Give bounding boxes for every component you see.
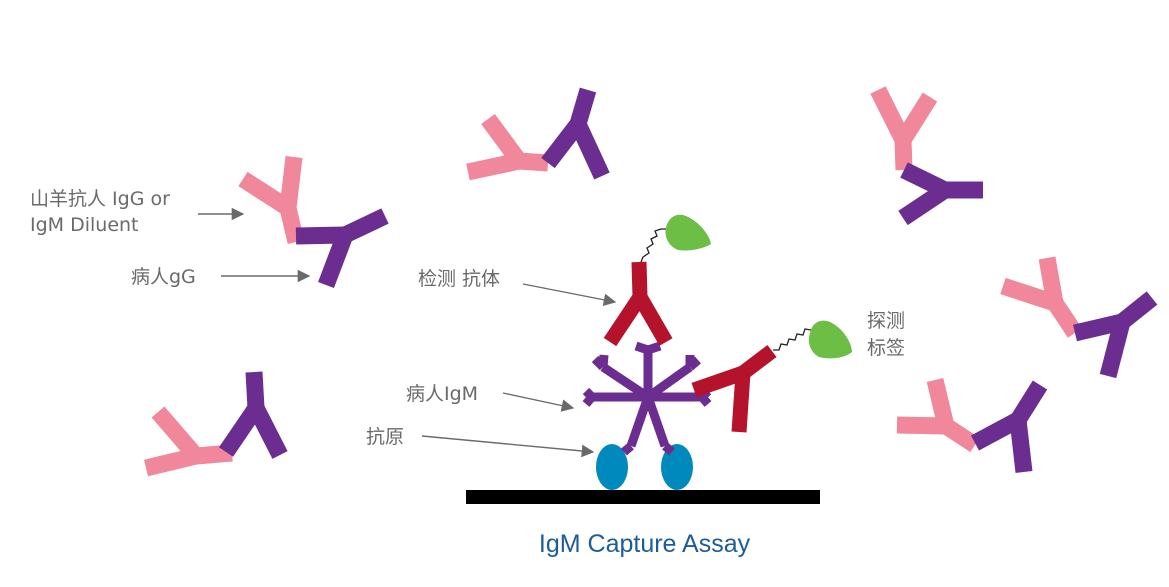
free-antibody-pair-right-middle xyxy=(1000,256,1158,379)
label-detection-tag-line1: 探测 xyxy=(867,310,906,332)
purple-antibody xyxy=(541,87,610,180)
detection-tag-green xyxy=(808,320,852,359)
pink-antibody xyxy=(238,156,305,244)
antigen-blob-right xyxy=(661,444,693,490)
pink-antibody xyxy=(1000,256,1083,338)
linker-zigzag xyxy=(773,328,812,351)
linker-zigzag xyxy=(640,228,666,263)
detection-antibody-body xyxy=(691,345,777,433)
purple-antibody xyxy=(898,162,983,226)
purple-antibody xyxy=(295,208,389,289)
detection-antibody-angled xyxy=(691,320,852,433)
detection-tag-green xyxy=(665,214,711,251)
purple-antibody xyxy=(218,371,288,459)
label-detection-tag-line2: 标签 xyxy=(867,337,906,359)
detection-antibody-body xyxy=(603,261,673,347)
label-detection-antibody: 检测 抗体 xyxy=(418,268,501,290)
label-arrows xyxy=(198,207,617,458)
purple-antibody xyxy=(1073,291,1158,379)
label-antigen: 抗原 xyxy=(366,426,405,448)
purple-antibody xyxy=(970,380,1048,473)
detection-antibody-vertical xyxy=(603,214,711,347)
arrow-antigen xyxy=(421,435,595,458)
free-antibody-pair-top-center xyxy=(466,87,610,181)
free-antibody-pair-top-right xyxy=(870,86,983,226)
pink-antibody xyxy=(870,86,938,171)
label-patient-igm: 病人IgM xyxy=(406,383,479,405)
label-goat-anti-human-line2: IgM Diluent xyxy=(30,214,139,236)
label-patient-igg: 病人gG xyxy=(131,266,196,288)
arrow-patient-igm xyxy=(502,392,575,412)
free-antibody-pair-left xyxy=(238,156,389,289)
patient-igm-pentamer xyxy=(582,341,712,456)
diagram-title: IgM Capture Assay xyxy=(538,530,751,558)
label-goat-anti-human-line1: 山羊抗人 IgG or xyxy=(30,188,170,210)
pink-antibody xyxy=(466,113,549,181)
solid-support-bar xyxy=(466,490,820,504)
free-antibody-pair-bottom-right xyxy=(896,378,1048,473)
pink-antibody xyxy=(144,406,233,477)
diagram-title-row: IgM Capture Assay xyxy=(0,530,1169,559)
free-antibody-pair-bottom-left xyxy=(144,371,288,477)
antigen-blob-left xyxy=(596,444,628,490)
arrow-detection-antibody xyxy=(522,283,617,307)
pink-antibody xyxy=(896,378,980,453)
